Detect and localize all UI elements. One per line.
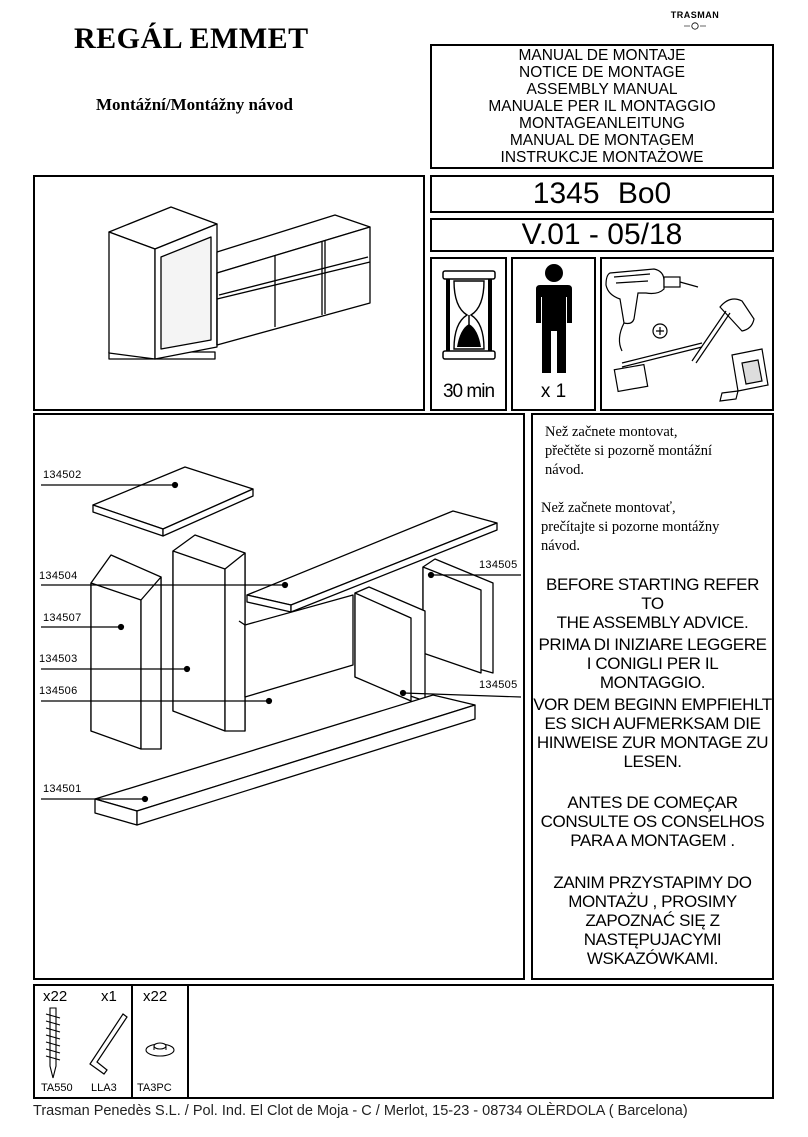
tools-required-box xyxy=(600,257,774,411)
hardware-list-box: x22 x1 TA550 LLA3 x22 TA3PC xyxy=(33,984,774,1099)
part-label-134504: 134504 xyxy=(39,570,78,582)
hardware-screws-cell: x22 x1 TA550 LLA3 xyxy=(35,986,133,1097)
people-required-box: x 1 xyxy=(511,257,596,411)
manual-title-pl: INSTRUKCJE MONTAŻOWE xyxy=(500,149,704,166)
hardware-cap-code: TA3PC xyxy=(137,1082,172,1094)
hardware-screw-qty: x22 xyxy=(43,988,68,1005)
manual-title-de: MONTAGEANLEITUNG xyxy=(519,115,685,132)
version-label: V.01 - 05/18 xyxy=(430,218,774,252)
part-label-134507: 134507 xyxy=(43,612,82,624)
hardware-key-qty: x1 xyxy=(101,988,117,1005)
assembly-advice-box: Než začnete montovat, přečtěte si pozorn… xyxy=(531,413,774,980)
advice-it-line: I CONIGLI PER IL MONTAGGIO. xyxy=(586,654,719,692)
advice-sk: Než začnete montovať, prečítajte si pozo… xyxy=(541,499,719,556)
brand-seal-icon xyxy=(684,22,706,30)
advice-de-line: HINWEISE ZUR MONTAGE ZU xyxy=(536,733,769,752)
manual-title-en: ASSEMBLY MANUAL xyxy=(526,81,678,98)
tools-illustration xyxy=(605,268,769,402)
advice-sk-line: prečítajte si pozorne montážny xyxy=(541,519,720,535)
document-title: REGÁL EMMET xyxy=(74,22,309,55)
advice-pl-line: WSKAZÓWKAMI. xyxy=(586,949,719,968)
part-label-134503: 134503 xyxy=(39,653,78,665)
shelf-illustration-icon xyxy=(108,206,371,360)
advice-pl-line: MONTAŻU , PROSIMY xyxy=(568,892,737,911)
hardware-screw-code: TA550 xyxy=(41,1082,73,1094)
product-code: 1345 Bo0 xyxy=(430,175,774,213)
people-count-label: x 1 xyxy=(540,381,567,402)
screwdriver-icon xyxy=(652,298,755,364)
assembly-time-label: 30 min xyxy=(442,381,495,402)
manual-title-fr: NOTICE DE MONTAGE xyxy=(519,64,685,81)
advice-pt: ANTES DE COMEÇAR CONSULTE OS CONSELHOS P… xyxy=(533,793,772,850)
advice-it: PRIMA DI INIZIARE LEGGERE I CONIGLI PER … xyxy=(533,635,772,692)
exploded-shelf-illustration xyxy=(41,466,522,826)
part-134507-shape xyxy=(244,594,354,698)
advice-de: VOR DEM BEGINN EMPFIEHLT ES SICH AUFMERK… xyxy=(533,695,772,771)
advice-pl-line: ZANIM PRZYSTAPIMY DO xyxy=(553,873,752,892)
person-icon xyxy=(536,264,572,373)
advice-sk-line: Než začnete montovať, xyxy=(541,500,676,516)
advice-en-line: THE ASSEMBLY ADVICE. xyxy=(556,613,749,632)
drill-icon xyxy=(605,268,699,352)
assembly-time-box: 30 min xyxy=(430,257,507,411)
cap-icon xyxy=(145,1042,175,1057)
advice-pl: ZANIM PRZYSTAPIMY DO MONTAŻU , PROSIMY Z… xyxy=(533,873,772,968)
company-address-footer: Trasman Penedès S.L. / Pol. Ind. El Clot… xyxy=(33,1103,688,1119)
advice-en: BEFORE STARTING REFER TO THE ASSEMBLY AD… xyxy=(533,575,772,632)
advice-pl-line: ZAPOZNAĆ SIĘ Z xyxy=(585,911,720,930)
advice-pl-line: NASTĘPUJACYMI xyxy=(583,930,722,949)
allen-key-icon xyxy=(89,1013,128,1075)
advice-cz: Než začnete montovat, přečtěte si pozorn… xyxy=(545,423,712,480)
document-subtitle: Montážní/Montážny návod xyxy=(96,95,293,114)
tape-measure-icon xyxy=(719,348,769,402)
hardware-cap-qty: x22 xyxy=(143,988,168,1005)
part-label-134501: 134501 xyxy=(43,783,82,795)
advice-de-line: LESEN. xyxy=(623,752,682,771)
advice-pt-line: CONSULTE OS CONSELHOS xyxy=(540,812,765,831)
parts-exploded-view: 134502 134504 134507 134503 134506 13450… xyxy=(33,413,525,980)
advice-de-line: ES SICH AUFMERKSAM DIE xyxy=(544,714,761,733)
hourglass-icon xyxy=(442,270,496,360)
advice-sk-line: návod. xyxy=(541,538,581,554)
hardware-caps-cell: x22 TA3PC xyxy=(133,986,189,1097)
advice-cz-line: přečtěte si pozorně montážní xyxy=(545,443,713,459)
manual-titles-box: MANUAL DE MONTAJE NOTICE DE MONTAGE ASSE… xyxy=(430,44,774,169)
manual-title-it: MANUALE PER IL MONTAGGIO xyxy=(488,98,716,115)
manual-title-pt: MANUAL DE MONTAGEM xyxy=(509,132,695,149)
brand-logo: TRASMAN xyxy=(670,10,720,20)
advice-cz-line: Než začnete montovat, xyxy=(545,424,678,440)
part-label-134502: 134502 xyxy=(43,469,82,481)
advice-pt-line: PARA A MONTAGEM . xyxy=(570,831,735,850)
advice-de-line: VOR DEM BEGINN EMPFIEHLT xyxy=(533,695,772,714)
part-label-134505-lower: 134505 xyxy=(479,679,518,691)
hammer-icon xyxy=(613,342,703,393)
advice-en-line: BEFORE STARTING REFER TO xyxy=(546,575,759,613)
advice-pt-line: ANTES DE COMEÇAR xyxy=(567,793,738,812)
screw-icon xyxy=(45,1007,61,1079)
product-illustration-box xyxy=(33,175,425,411)
manual-title-es: MANUAL DE MONTAJE xyxy=(518,47,686,64)
advice-it-line: PRIMA DI INIZIARE LEGGERE xyxy=(538,635,767,654)
hardware-key-code: LLA3 xyxy=(91,1082,117,1094)
part-label-134506: 134506 xyxy=(39,685,78,697)
advice-cz-line: návod. xyxy=(545,462,585,478)
part-label-134505-upper: 134505 xyxy=(479,559,518,571)
